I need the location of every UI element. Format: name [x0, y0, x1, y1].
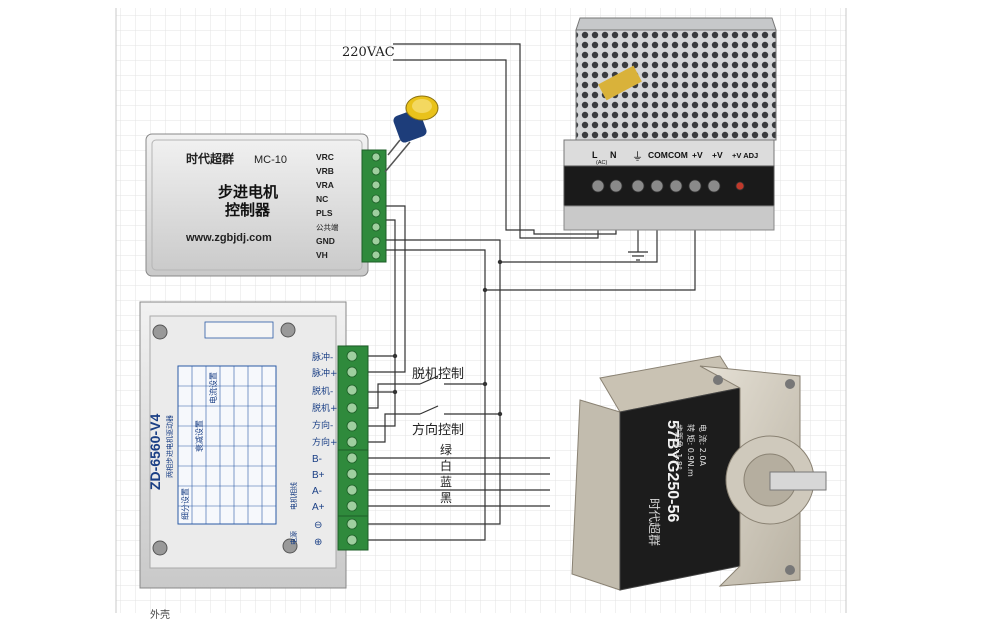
controller-brand: 时代超群	[186, 151, 234, 166]
psu-terminal-v1: +V	[692, 150, 703, 160]
controller-terminal-vrb: VRB	[316, 166, 334, 176]
motor-spec-line1: 步距角: 1.8°	[674, 424, 684, 470]
footer-text: 外壳	[150, 608, 170, 621]
motor-model: 57BYG250-56	[664, 420, 681, 522]
controller-website: www.zgbjdj.com	[185, 232, 272, 244]
driver-terminal-block	[337, 345, 369, 551]
psu-terminal-earth: ⏚	[632, 150, 643, 163]
driver-terminal-pulse-plus: 脉冲+	[312, 367, 338, 379]
driver-terminal-power-plus: ⊕	[314, 537, 322, 548]
wire-color-blue: 蓝	[440, 475, 452, 489]
controller-terminal-pls: PLS	[316, 208, 333, 218]
controller-title-line2: 控制器	[225, 201, 271, 219]
driver-terminal-direction-minus: 方向-	[312, 419, 333, 431]
driver-setting-table	[177, 365, 277, 525]
driver-side-label-motor: 电机相线	[289, 482, 298, 510]
psu-terminal-com1: COM	[648, 150, 668, 160]
controller-terminal-nc: NC	[316, 194, 328, 204]
controller-terminal-vrc: VRC	[316, 152, 334, 162]
controller-terminal-gnd: GND	[316, 236, 335, 246]
driver-terminal-pulse-minus: 脉冲-	[312, 351, 333, 363]
driver-terminal-direction-plus: 方向+	[312, 436, 338, 448]
driver-terminal-release-plus: 脱机+	[312, 402, 338, 414]
psu-terminal-n: N	[610, 150, 617, 160]
wire-junctions	[392, 259, 503, 417]
driver-terminal-b-plus: B+	[312, 470, 325, 481]
controller-terminal-common: 公共端	[316, 222, 339, 232]
driver-terminal-power-minus: ⊖	[314, 520, 322, 531]
potentiometer	[384, 95, 439, 173]
driver-terminal-release-minus: 脱机-	[312, 385, 333, 397]
motor-brand: 时代超群	[647, 498, 662, 546]
driver-terminal-b-minus: B-	[312, 454, 322, 465]
power-supply: L N (AC) ⏚ COM COM +V +V +V ADJ	[563, 17, 777, 231]
ac-input-label: 220VAC	[342, 45, 395, 60]
driver-subtitle: 两相步进电机驱动器	[165, 415, 174, 478]
psu-terminal-com2: COM	[668, 150, 688, 160]
driver-table-header-current: 电流设置	[208, 372, 218, 404]
motor-spec-line2: 转 矩: 0.9N.m	[686, 424, 696, 477]
wire-color-black: 黑	[440, 491, 452, 505]
controller-model: MC-10	[254, 154, 287, 166]
psu-terminal-v2: +V	[712, 150, 723, 160]
motor-shaft	[769, 471, 827, 491]
switch-label-direction: 方向控制	[412, 422, 464, 438]
driver-table-header-subdivision: 细分设置	[180, 488, 190, 520]
driver-side-label-power: 电源	[289, 531, 298, 545]
motor-spec-line3: 电 流: 2.0A	[698, 424, 708, 467]
driver-terminal-a-minus: A-	[312, 486, 322, 497]
driver-terminal-a-plus: A+	[312, 502, 325, 513]
driver-zd6560: 细分设置 衰减设置 电流设置 ZD-6560-V4 两相步进电机驱动器 电机相线…	[139, 301, 369, 589]
psu-terminal-vadj: +V ADJ	[732, 151, 758, 160]
controller-title-line1: 步进电机	[218, 183, 278, 201]
controller-mc10: 时代超群 MC-10 步进电机 控制器 www.zgbjdj.com VRC V…	[145, 133, 387, 277]
psu-ac-note: (AC)	[596, 160, 607, 166]
controller-terminal-block	[361, 149, 387, 263]
driver-model: ZD-6560-V4	[147, 414, 163, 490]
psu-terminal-l: L	[592, 150, 598, 160]
controller-terminal-vra: VRA	[316, 180, 334, 190]
controller-terminal-vh: VH	[316, 250, 328, 260]
psu-screw-row	[591, 179, 745, 193]
ground-symbol	[628, 251, 648, 261]
wire-color-green: 绿	[440, 442, 452, 457]
wire-color-white: 白	[440, 458, 452, 473]
driver-table-header-decay: 衰减设置	[194, 420, 204, 452]
stepper-motor: 时代超群 57BYG250-56 步距角: 1.8° 转 矩: 0.9N.m 电…	[571, 355, 827, 591]
switch-label-release: 脱机控制	[412, 367, 464, 382]
